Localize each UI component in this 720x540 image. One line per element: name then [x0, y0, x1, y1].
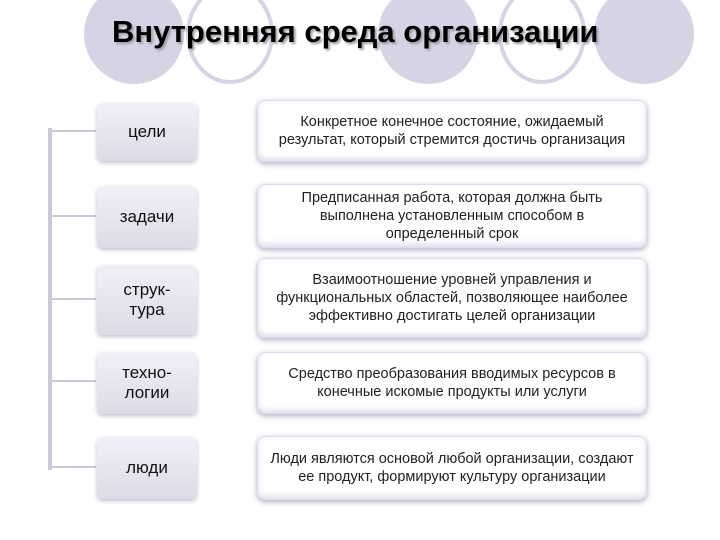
description-text: Конкретное конечное состояние, ожидаемый… [278, 114, 626, 148]
description-text: Люди являются основой любой организации,… [270, 451, 634, 485]
bracket-line [48, 128, 52, 470]
decor-circle [378, 0, 478, 84]
description-text: Взаимоотношение уровней управления и фун… [276, 272, 628, 324]
label-text: струк- тура [123, 280, 171, 319]
connector-line [52, 380, 96, 382]
connector-line [52, 466, 96, 468]
label-text: задачи [119, 207, 175, 226]
connector-line [52, 130, 96, 132]
slide-title: Внутренняя среда организации [112, 14, 599, 49]
label-text: цели [128, 122, 166, 141]
decor-ring [498, 0, 586, 84]
description-box-tasks: Предписанная работа, которая должна быть… [257, 184, 647, 248]
label-text: техно- логии [122, 363, 172, 402]
description-text: Предписанная работа, которая должна быть… [301, 190, 603, 242]
label-box-technologies: техно- логии [97, 352, 197, 414]
label-box-goals: цели [97, 103, 197, 161]
description-box-structure: Взаимоотношение уровней управления и фун… [257, 258, 647, 338]
label-box-tasks: задачи [97, 186, 197, 248]
label-box-structure: струк- тура [97, 265, 197, 335]
label-box-people: люди [97, 437, 197, 499]
connector-line [52, 215, 96, 217]
label-text: люди [126, 458, 168, 477]
decor-ring [186, 0, 274, 84]
description-text: Средство преобразования вводимых ресурсо… [288, 366, 616, 400]
description-box-people: Люди являются основой любой организации,… [257, 436, 647, 500]
description-box-technologies: Средство преобразования вводимых ресурсо… [257, 352, 647, 414]
description-box-goals: Конкретное конечное состояние, ожидаемый… [257, 100, 647, 162]
decor-circle [594, 0, 694, 84]
decor-circle [84, 0, 184, 84]
connector-line [52, 298, 96, 300]
